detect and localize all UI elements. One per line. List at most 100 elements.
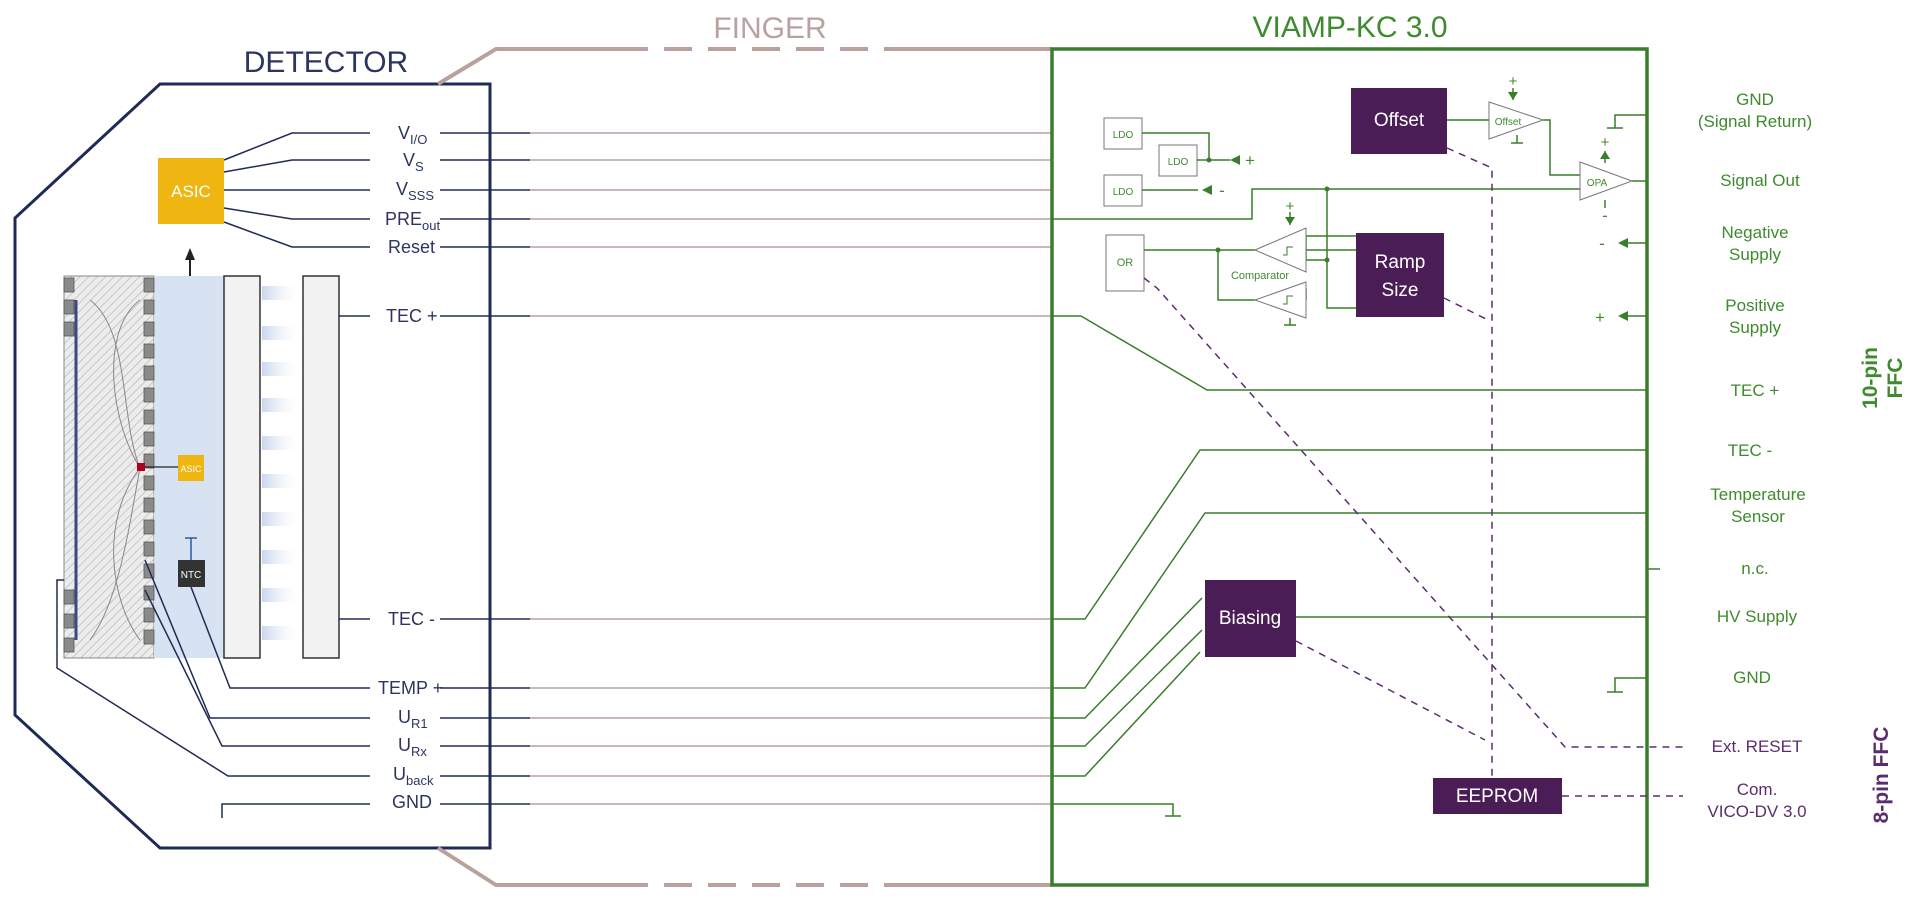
- ramp-size-block: [1356, 233, 1444, 317]
- signal-arrow-head: [185, 248, 195, 260]
- signal-sub-vio: I/O: [410, 132, 427, 147]
- signal-label-vsss: V: [396, 179, 408, 199]
- finger-outline-top: [436, 47, 620, 86]
- detector-section: DETECTOR ASIC: [13, 46, 492, 850]
- viamp-title: VIAMP-KC 3.0: [1252, 11, 1447, 44]
- signal-sub-ur1: R1: [411, 716, 428, 731]
- viamp-junctions: [1202, 92, 1628, 321]
- output-hv-supply: HV Supply: [1717, 607, 1798, 626]
- asic-chip-label: ASIC: [171, 182, 211, 201]
- svg-text:Uback: Uback: [393, 764, 434, 788]
- signal-sub-vsss: SSS: [408, 188, 434, 203]
- svg-text:VS: VS: [403, 150, 424, 174]
- minus-ldo3: -: [1219, 181, 1225, 200]
- signal-label-tec-minus: TEC -: [388, 609, 435, 629]
- detector-title: DETECTOR: [244, 46, 408, 79]
- output-positive-supply-2: Supply: [1729, 318, 1781, 337]
- plus-ldo2: +: [1245, 151, 1255, 170]
- asic-small-label: ASIC: [180, 464, 202, 474]
- signal-label-vio: V: [398, 123, 410, 143]
- output-gnd-signal-return-1: GND: [1736, 90, 1774, 109]
- plus-offset: +: [1509, 73, 1518, 90]
- signal-label-ur1: U: [398, 707, 411, 727]
- ldo-1-label: LDO: [1113, 130, 1134, 141]
- minus-opa: -: [1602, 206, 1608, 225]
- svg-text:UR1: UR1: [398, 707, 428, 731]
- finger-outline-bottom: [436, 846, 620, 887]
- output-ext-reset: Ext. RESET: [1712, 737, 1803, 756]
- ramp-size-label-2: Size: [1382, 280, 1419, 301]
- opa-amp: [1579, 161, 1634, 201]
- offset-block-label: Offset: [1374, 110, 1425, 131]
- ffc-8-pin: 8-pin FFC: [1870, 727, 1893, 824]
- signal-label-urx: U: [398, 735, 411, 755]
- svg-text:PREout: PREout: [385, 209, 440, 233]
- output-nc: n.c.: [1741, 559, 1768, 578]
- svg-text:VSSS: VSSS: [396, 179, 434, 203]
- output-gnd: GND: [1733, 668, 1771, 687]
- finger-traces: [440, 132, 1052, 805]
- finger-title: FINGER: [713, 12, 826, 45]
- signal-sub-pre: out: [422, 218, 440, 233]
- output-tec-plus: TEC +: [1731, 381, 1780, 400]
- comparator-label: Comparator: [1231, 270, 1289, 282]
- output-positive-supply-1: Positive: [1725, 296, 1785, 315]
- plus-opa: +: [1601, 134, 1610, 151]
- eeprom-label: EEPROM: [1456, 786, 1538, 807]
- output-negative-supply-1: Negative: [1721, 223, 1788, 242]
- signal-label-tec-plus: TEC +: [386, 306, 438, 326]
- output-com-2: VICO-DV 3.0: [1707, 802, 1806, 821]
- signal-label-gnd: GND: [392, 792, 432, 812]
- comparator-top: [1253, 227, 1307, 273]
- signal-label-temp-plus: TEMP +: [378, 678, 443, 698]
- signal-sub-urx: Rx: [411, 744, 427, 759]
- window-plate-2: [302, 275, 340, 659]
- internal-wires: [89, 299, 141, 641]
- viamp-section: VIAMP-KC 3.0 LDO LDO LDO OR: [1050, 11, 1907, 887]
- minus-negative-supply: -: [1599, 234, 1605, 253]
- offset-amp: [1488, 101, 1545, 140]
- output-com-1: Com.: [1737, 780, 1778, 799]
- offset-block: [1351, 88, 1447, 154]
- offset-amp-label: Offset: [1495, 117, 1522, 128]
- comparator-bottom: [1253, 281, 1307, 319]
- asic-chip: [158, 158, 224, 224]
- biasing-label: Biasing: [1219, 608, 1281, 629]
- svg-text:VI/O: VI/O: [398, 123, 427, 147]
- finger-section: FINGER: [436, 12, 1052, 887]
- signal-label-pre: PRE: [385, 209, 422, 229]
- output-tec-minus: TEC -: [1728, 441, 1772, 460]
- ffc-10-pin-1: 10-pin: [1859, 347, 1882, 409]
- signal-label-uback: U: [393, 764, 406, 784]
- ntc-label: NTC: [181, 570, 202, 581]
- detector-signal-labels: VI/O VS VSSS PREout Reset TEC + TEC - TE…: [378, 123, 443, 812]
- sensor-pins: [63, 277, 155, 653]
- svg-text:URx: URx: [398, 735, 427, 759]
- purple-dashed-links: [1143, 147, 1683, 797]
- asic-fanout: [56, 132, 370, 818]
- ldo-blocks: [1103, 117, 1198, 292]
- plus-comparator: +: [1286, 198, 1295, 215]
- output-signal-out: Signal Out: [1720, 171, 1800, 190]
- ldo-3-label: LDO: [1113, 187, 1134, 198]
- output-temperature-sensor-1: Temperature: [1710, 485, 1805, 504]
- opa-label: OPA: [1587, 178, 1608, 189]
- output-negative-supply-2: Supply: [1729, 245, 1781, 264]
- ldo-2-label: LDO: [1168, 157, 1189, 168]
- window-plate-1: [223, 275, 261, 659]
- plus-positive-supply: +: [1595, 308, 1605, 327]
- detector-outline: [13, 82, 492, 850]
- signal-sub-uback: back: [406, 773, 434, 788]
- viamp-wiring: [1052, 88, 1660, 817]
- signal-label-reset: Reset: [388, 237, 435, 257]
- or-label: OR: [1117, 257, 1134, 269]
- eeprom-block: [1433, 778, 1562, 814]
- ffc-10-pin-2: FFC: [1884, 358, 1907, 399]
- output-gnd-signal-return-2: (Signal Return): [1698, 112, 1812, 131]
- signal-sub-vs: S: [415, 159, 424, 174]
- ramp-size-label-1: Ramp: [1375, 252, 1426, 273]
- schmitt-icon: [1283, 246, 1293, 305]
- bond-pad: [137, 463, 145, 471]
- ntc-sensor: [178, 560, 205, 587]
